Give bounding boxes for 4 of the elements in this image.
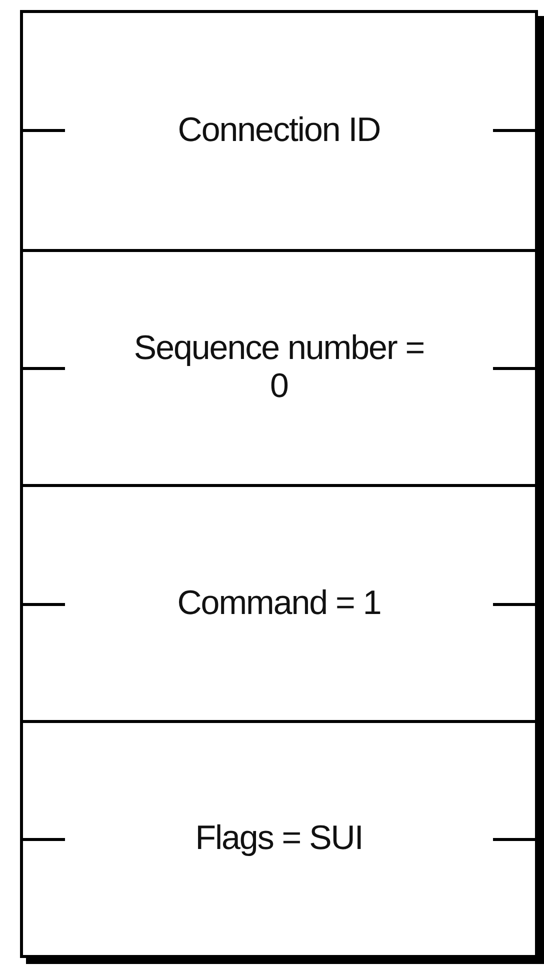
field-label: Connection ID [176,112,382,150]
field-label: Flags = SUI [194,820,364,858]
field-label: Sequence number = 0 [132,330,426,406]
field-label: Command = 1 [176,584,382,622]
